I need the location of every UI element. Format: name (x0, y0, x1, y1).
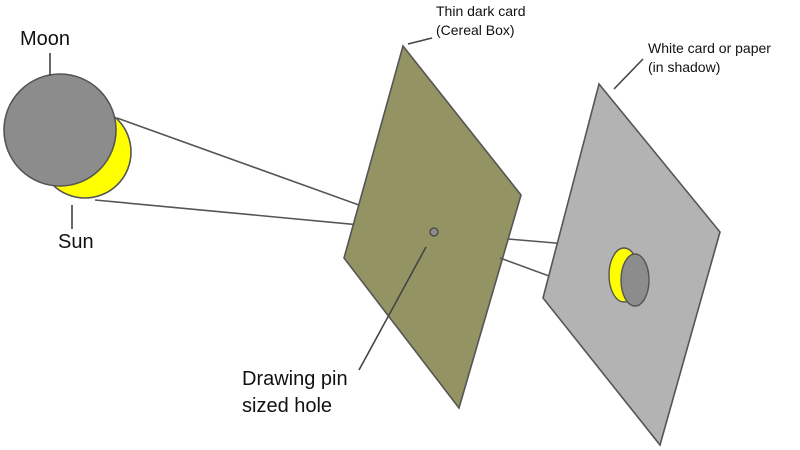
pin-hole-label-line1: Drawing pin (242, 368, 348, 390)
thin-card-label-line2: (Cereal Box) (436, 22, 515, 38)
white-card-label-line2: (in shadow) (648, 59, 720, 75)
thin-dark-card (343, 44, 522, 410)
thin-card-label-line1: Thin dark card (436, 3, 525, 19)
moon-disc (3, 73, 117, 187)
white-card-label-line1: White card or paper (648, 40, 771, 56)
white-card-leader (613, 58, 644, 90)
thin-card-leader (407, 37, 433, 45)
pin-hole-label-line2: sized hole (242, 395, 332, 417)
moon-label: Moon (20, 28, 70, 50)
pin-hole (429, 227, 439, 237)
pin-hole-leader (358, 246, 427, 371)
sun-label: Sun (58, 231, 94, 253)
projected-moon-image (620, 253, 650, 307)
